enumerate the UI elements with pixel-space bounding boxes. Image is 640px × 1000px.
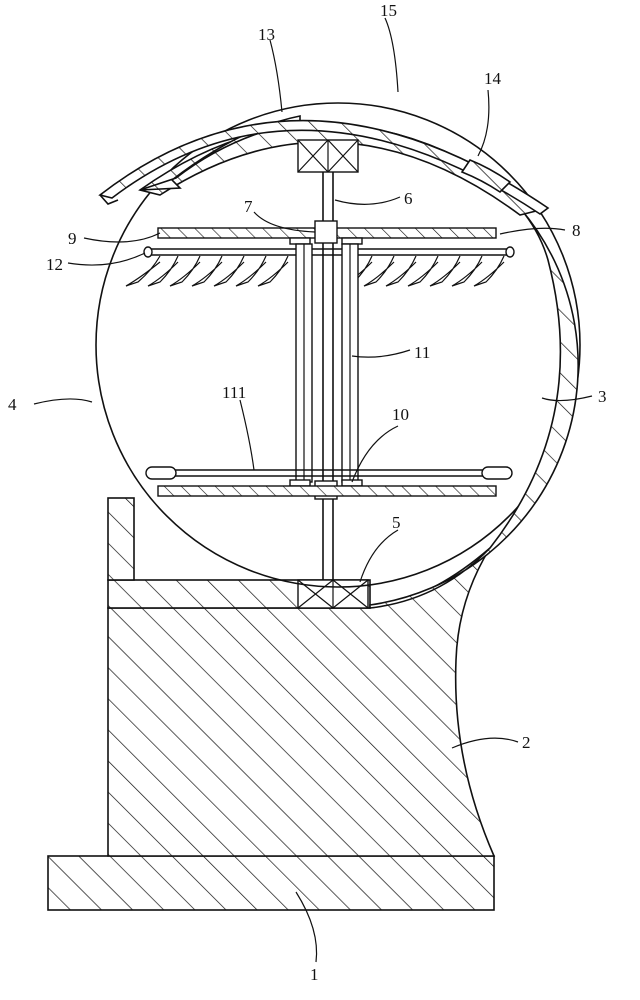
right-hangers (341, 255, 505, 287)
label-2: 2 (522, 733, 531, 752)
base-plate (47, 855, 495, 911)
label-7: 7 (244, 197, 253, 216)
label-12: 12 (46, 255, 63, 274)
label-8: 8 (572, 221, 581, 240)
lower-disc (157, 485, 497, 497)
label-15: 15 (380, 1, 397, 20)
label-4: 4 (8, 395, 17, 414)
sphere-shell (95, 102, 581, 588)
label-10: 10 (392, 405, 409, 424)
label-14: 14 (484, 69, 502, 88)
leader-lines (33, 17, 593, 963)
left-wall (107, 497, 135, 581)
side-shell (369, 207, 579, 609)
label-13: 13 (258, 25, 275, 44)
upper-hub (314, 220, 338, 244)
slider-block (460, 159, 512, 194)
label-111: 111 (222, 383, 246, 402)
outer-cover (98, 119, 550, 215)
label-1: 1 (310, 965, 319, 984)
label-3: 3 (598, 387, 607, 406)
label-11: 11 (414, 343, 430, 362)
left-hangers (125, 255, 289, 287)
label-9: 9 (68, 229, 77, 248)
label-5: 5 (392, 513, 401, 532)
label-6: 6 (404, 189, 413, 208)
